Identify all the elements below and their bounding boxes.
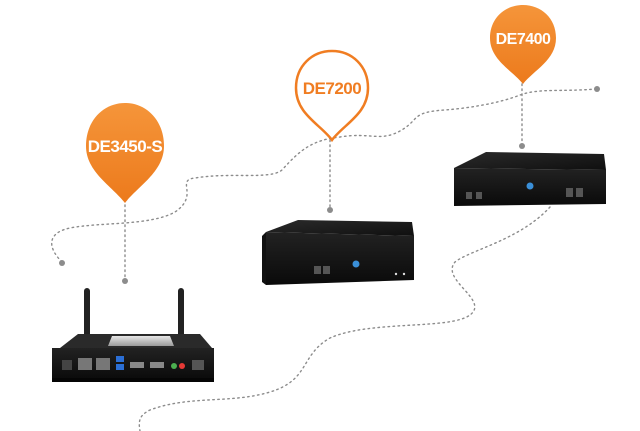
device-de7400-image <box>454 152 606 206</box>
dot-upper-right <box>594 86 600 92</box>
path-right-lower <box>138 206 551 431</box>
pin-label-de7400: DE7400 <box>495 31 551 48</box>
dot-de7200 <box>327 207 333 213</box>
dot-de3450 <box>122 278 128 284</box>
pin-label-de7200: DE7200 <box>302 79 362 98</box>
device-de3450-s-image <box>52 288 214 382</box>
path-left-loop <box>51 88 597 263</box>
dot-de7400 <box>519 143 525 149</box>
pin-de7200-marker <box>294 49 370 143</box>
pin-de3450-marker <box>86 103 164 203</box>
pin-label-de3450-s: DE3450-S <box>87 137 163 156</box>
pin-de7400-marker <box>490 5 556 84</box>
device-de7200-image <box>262 220 414 285</box>
dot-left <box>59 260 65 266</box>
